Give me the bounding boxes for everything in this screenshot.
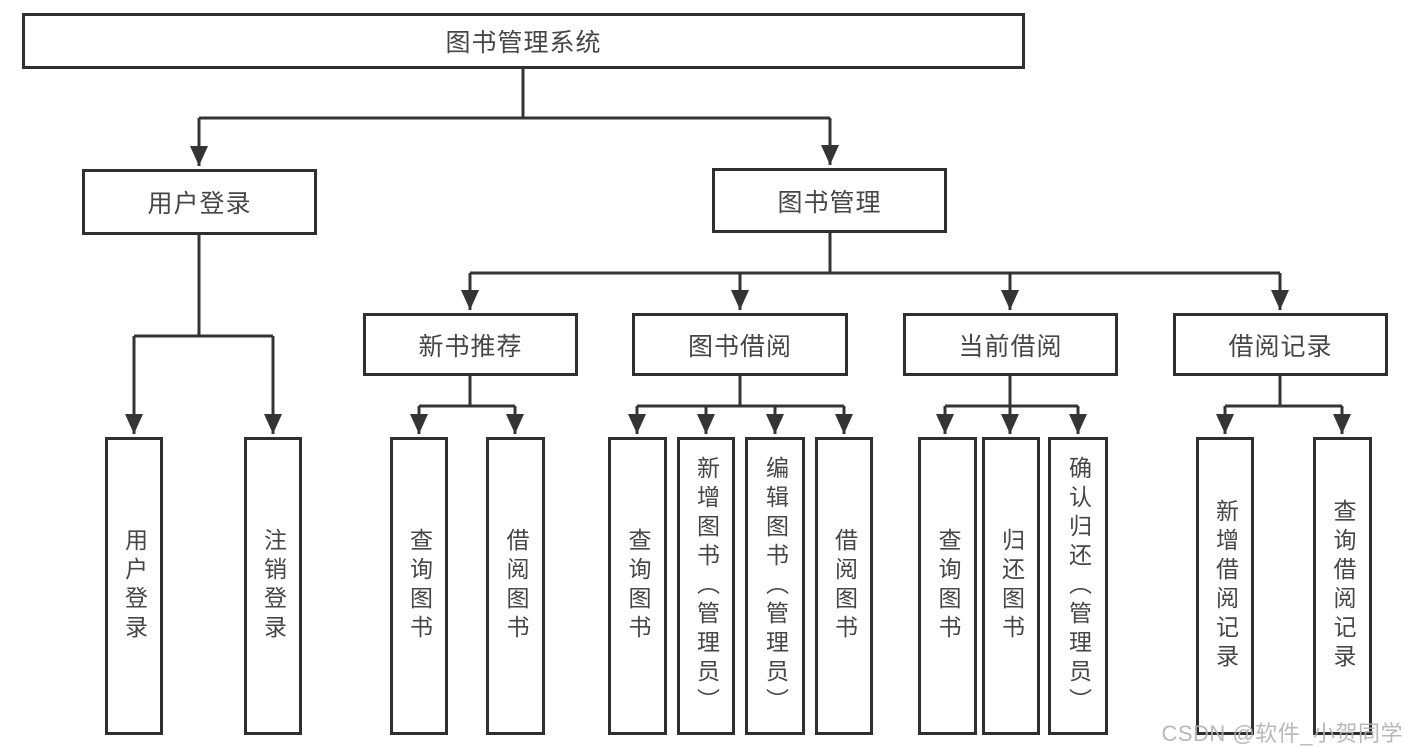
node-label: 用户登录 [147, 190, 252, 218]
leaf-label: 查询图书 [406, 528, 433, 644]
leaf-label: 确认归还（管理员） [1065, 455, 1092, 717]
node-user-login: 用户登录 [82, 169, 317, 235]
leaf-add-borrow-record: 新增借阅记录 [1196, 437, 1254, 735]
leaf-add-book-admin: 新增图书（管理员） [677, 437, 735, 735]
leaf-label: 查询图书 [935, 528, 961, 644]
leaf-label: 查询图书 [625, 528, 651, 644]
node-library-management-system: 图书管理系统 [22, 13, 1025, 69]
leaf-user-login: 用户登录 [105, 437, 163, 735]
connector-skeleton [134, 69, 1342, 408]
node-new-book-recommend: 新书推荐 [363, 313, 578, 376]
leaf-label: 编辑图书（管理员） [762, 455, 789, 717]
leaf-borrow-book: 借阅图书 [815, 437, 873, 735]
leaf-query-book-recommend: 查询图书 [390, 437, 448, 735]
leaf-label: 借阅图书 [503, 528, 529, 644]
leaf-logout: 注销登录 [244, 437, 302, 735]
leaf-borrow-book-recommend: 借阅图书 [486, 437, 545, 735]
leaf-label: 新增图书（管理员） [693, 455, 720, 717]
leaf-label: 查询借阅记录 [1330, 499, 1356, 673]
node-label: 图书管理系统 [445, 29, 602, 57]
node-label: 新书推荐 [418, 332, 523, 361]
node-borrow-record: 借阅记录 [1173, 313, 1388, 376]
leaf-query-borrow-record: 查询借阅记录 [1313, 437, 1372, 735]
leaf-query-current-borrow: 查询图书 [918, 437, 977, 735]
node-label: 借阅记录 [1228, 332, 1333, 361]
leaf-query-book: 查询图书 [608, 437, 667, 735]
node-book-borrow: 图书借阅 [632, 313, 848, 376]
node-label: 当前借阅 [958, 332, 1063, 361]
leaf-confirm-return-admin: 确认归还（管理员） [1048, 437, 1108, 735]
node-current-borrow: 当前借阅 [903, 313, 1118, 376]
leaf-label: 注销登录 [260, 528, 287, 644]
node-label: 图书借阅 [687, 332, 792, 361]
leaf-label: 新增借阅记录 [1212, 499, 1239, 673]
leaf-edit-book-admin: 编辑图书（管理员） [745, 437, 805, 735]
leaf-label: 用户登录 [121, 528, 148, 644]
node-label: 图书管理 [777, 188, 882, 217]
leaf-return-book: 归还图书 [982, 437, 1040, 735]
csdn-watermark: CSDN @软件_小贺同学 [1161, 721, 1403, 746]
node-book-management: 图书管理 [712, 168, 947, 233]
leaf-label: 借阅图书 [831, 528, 858, 644]
leaf-label: 归还图书 [998, 528, 1025, 644]
